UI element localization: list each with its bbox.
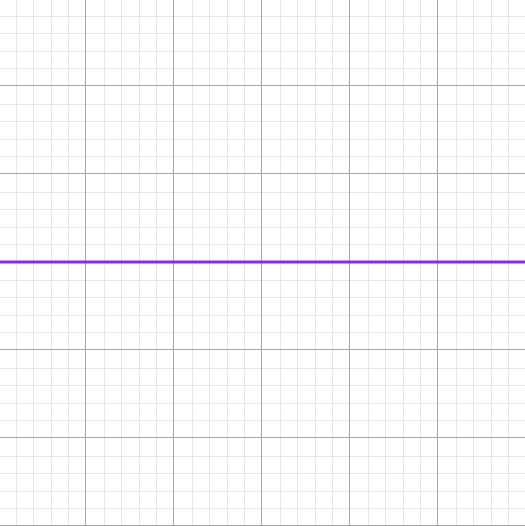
graph-canvas[interactable] bbox=[0, 0, 525, 526]
graph-svg bbox=[0, 0, 525, 526]
